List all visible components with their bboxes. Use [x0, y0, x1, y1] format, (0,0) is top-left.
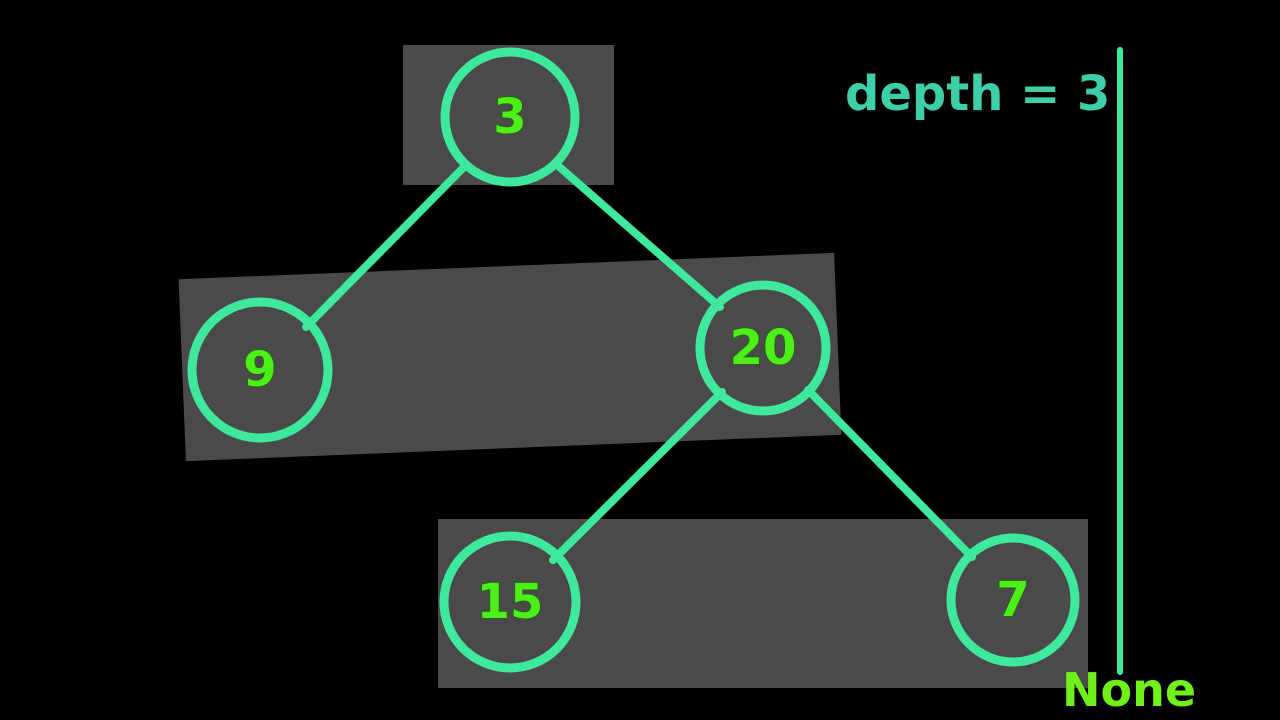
depth-annotation-label: depth = 3	[845, 66, 1110, 122]
node-circle-right-right	[946, 533, 1080, 667]
node-label-right-left: 15	[477, 574, 544, 630]
node-label-right: 20	[730, 320, 797, 376]
node-circle-right	[695, 280, 831, 416]
edge-right-to-right-right	[804, 386, 976, 561]
node-label-right-right: 7	[996, 572, 1029, 628]
none-annotation-label: None	[1062, 663, 1196, 717]
node-circle-root	[440, 47, 580, 187]
edge-root-to-left	[302, 161, 470, 331]
node-layer: 3 9 20 15 7	[187, 47, 1080, 673]
edge-root-to-right	[552, 160, 724, 311]
edge-right-to-right-left	[549, 388, 726, 564]
tree-node-right-left[interactable]: 15	[439, 531, 581, 673]
tree-node-root[interactable]: 3	[440, 47, 580, 187]
node-label-root: 3	[493, 89, 526, 145]
edge-layer	[302, 160, 976, 564]
tree-node-left[interactable]: 9	[187, 297, 333, 443]
node-circle-left	[187, 297, 333, 443]
tree-node-right[interactable]: 20	[695, 280, 831, 416]
node-circle-right-left	[439, 531, 581, 673]
node-label-left: 9	[243, 342, 276, 398]
highlight-box-level2	[178, 252, 842, 462]
tree-node-right-right[interactable]: 7	[946, 533, 1080, 667]
